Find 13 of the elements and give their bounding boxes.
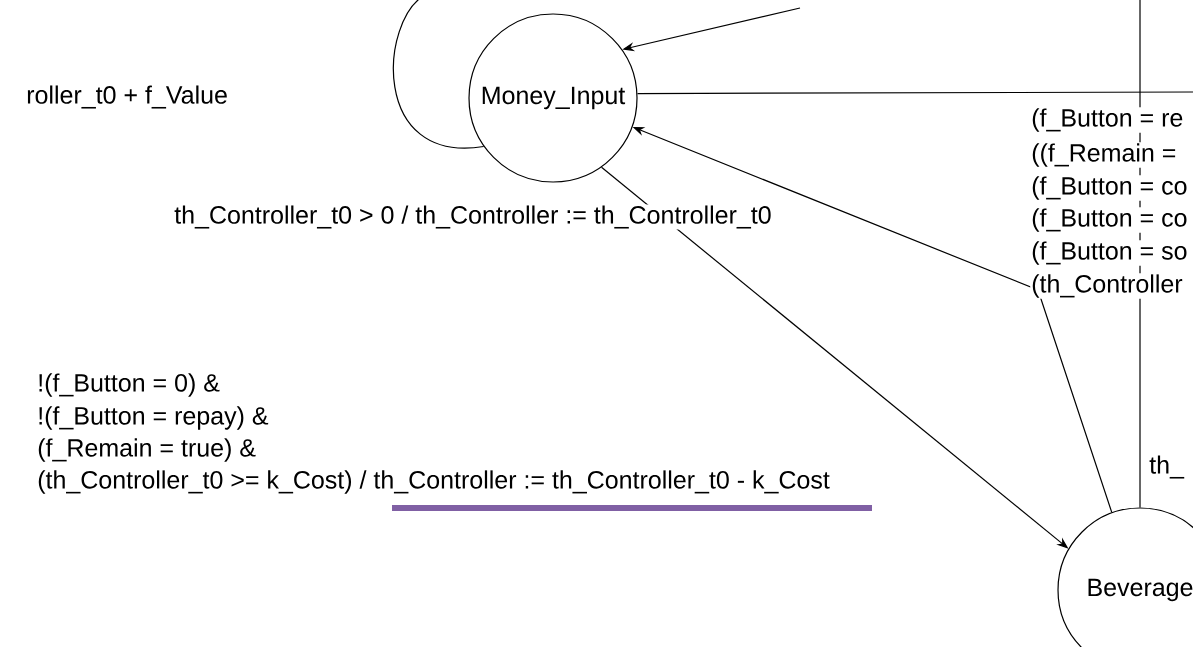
transition-label: (f_Button = co xyxy=(1030,175,1189,201)
transition-label: (f_Button = re xyxy=(1030,107,1185,133)
transition-label: !(f_Button = repay) & xyxy=(36,405,270,431)
transition-label: (th_Controller_t0 >= k_Cost) / th_Controller := th_Controller_t0 - k_Cost xyxy=(36,469,831,495)
transition-label: ((f_Remain = xyxy=(1030,142,1178,168)
transition-label: (f_Button = so xyxy=(1030,240,1189,266)
transition-label: (th_Controller xyxy=(1030,273,1184,299)
transition-label: th_ xyxy=(1148,454,1185,480)
transition-label: !(f_Button = 0) & xyxy=(36,372,221,398)
transition-label: roller_t0 + f_Value xyxy=(25,84,229,110)
transition-label: (f_Button = co xyxy=(1030,207,1189,233)
transition-label: (f_Remain = true) & xyxy=(36,437,258,463)
transition-label: th_Controller_t0 > 0 / th_Controller := th_Controller_t0 xyxy=(173,204,773,230)
